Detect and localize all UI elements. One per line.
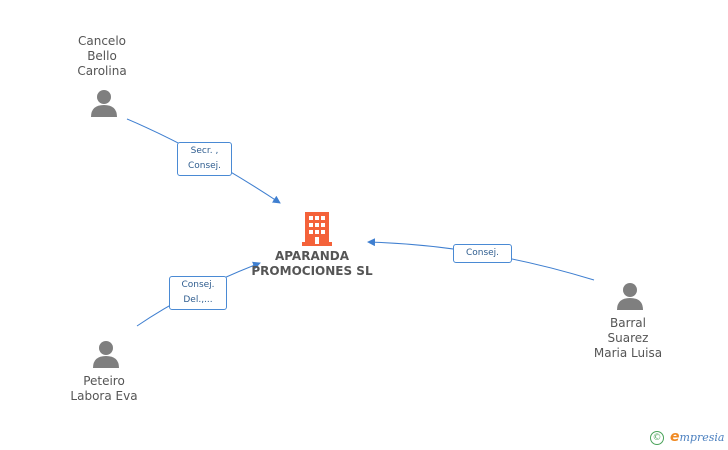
relation-label-peteiro[interactable]: Consej. Del.,... — [169, 276, 227, 310]
relation-label-line: Consej. — [465, 248, 500, 258]
building-icon[interactable] — [302, 210, 332, 246]
relation-label-line: Consej. — [181, 280, 215, 290]
relation-label-line: Secr. , — [190, 146, 219, 156]
brand-name: mpresia — [679, 431, 725, 444]
person-icon[interactable] — [615, 281, 645, 311]
empresia-logo[interactable]: © empresia — [650, 429, 724, 445]
copyright-icon: © — [650, 430, 664, 445]
person-name-line[interactable]: Maria Luisa — [593, 346, 663, 360]
person-name-barral[interactable]: Barral Suarez Maria Luisa — [568, 316, 688, 361]
person-name-line[interactable]: Peteiro — [83, 374, 125, 388]
company-name[interactable]: APARANDA PROMOCIONES SL — [232, 249, 392, 279]
person-name-line[interactable]: Barral — [610, 316, 646, 330]
person-name-line[interactable]: Carolina — [77, 64, 127, 78]
company-name-line-1[interactable]: APARANDA — [274, 249, 350, 263]
relation-label-cancelo[interactable]: Secr. , Consej. — [177, 142, 232, 176]
person-name-peteiro[interactable]: Peteiro Labora Eva — [44, 374, 164, 404]
person-icon[interactable] — [91, 339, 121, 369]
person-name-line[interactable]: Cancelo — [78, 34, 126, 48]
person-name-line[interactable]: Labora Eva — [70, 389, 138, 403]
company-name-line-2[interactable]: PROMOCIONES SL — [251, 264, 373, 278]
person-name-line[interactable]: Bello — [87, 49, 117, 63]
person-icon[interactable] — [89, 88, 119, 118]
relation-label-line: Consej. — [187, 161, 222, 171]
person-name-line[interactable]: Suarez — [607, 331, 649, 345]
brand-e: e — [670, 429, 680, 445]
relation-label-barral[interactable]: Consej. — [453, 244, 512, 263]
relation-label-line: Del.,... — [183, 295, 213, 305]
person-name-cancelo[interactable]: Cancelo Bello Carolina — [42, 34, 162, 79]
